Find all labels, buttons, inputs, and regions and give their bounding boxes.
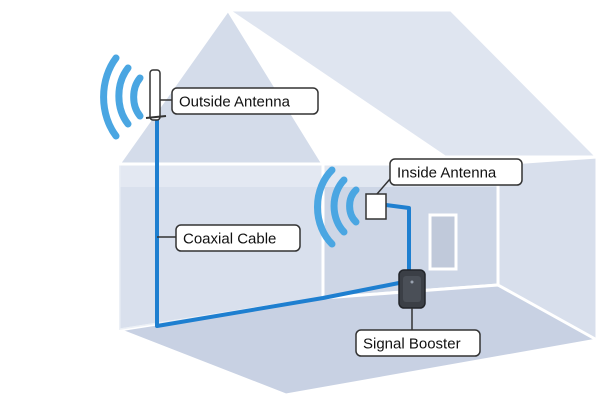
signal-booster-face bbox=[403, 276, 421, 302]
signal-booster-led bbox=[410, 280, 414, 284]
label-outside-antenna-box bbox=[171, 87, 319, 115]
label-inside-antenna-box bbox=[389, 158, 523, 186]
inside-antenna-panel bbox=[365, 193, 387, 220]
inside-wave-1 bbox=[346, 186, 360, 226]
coaxial-cable bbox=[155, 116, 411, 328]
outside-antenna-mast bbox=[149, 69, 161, 121]
inside-antenna-leader bbox=[376, 178, 391, 195]
label-coaxial-cable-text: Coaxial Cable bbox=[183, 231, 276, 248]
label-outside-antenna-text: Outside Antenna bbox=[179, 94, 291, 111]
label-inside-antenna-text: Inside Antenna bbox=[397, 165, 497, 182]
label-coaxial-cable-box bbox=[175, 224, 301, 252]
label-outside-antenna: Outside Antenna bbox=[171, 87, 319, 115]
label-signal-booster: Signal Booster bbox=[355, 329, 481, 357]
outside-signal-waves bbox=[100, 54, 144, 140]
inside-signal-waves bbox=[314, 166, 360, 248]
label-signal-booster-text: Signal Booster bbox=[363, 336, 461, 353]
front-left-wall bbox=[119, 187, 323, 330]
inside-wave-3 bbox=[314, 166, 336, 248]
cable-run-to-booster bbox=[155, 116, 410, 328]
outside-wave-2 bbox=[115, 64, 132, 128]
signal-booster bbox=[398, 269, 426, 309]
label-coaxial-cable: Coaxial Cable bbox=[175, 224, 301, 252]
label-inside-antenna: Inside Antenna bbox=[389, 158, 523, 186]
leader-lines bbox=[157, 99, 413, 330]
inside-wave-2 bbox=[330, 176, 348, 236]
inside-antenna bbox=[365, 193, 387, 220]
label-signal-booster-box bbox=[355, 329, 481, 357]
front-right-wall bbox=[496, 155, 599, 343]
outside-wave-1 bbox=[130, 74, 144, 120]
window bbox=[428, 213, 458, 271]
outside-antenna-mount bbox=[145, 115, 167, 119]
cable-run-to-inside-antenna bbox=[385, 203, 411, 272]
outside-wave-3 bbox=[100, 54, 120, 140]
outside-antenna bbox=[145, 69, 167, 121]
